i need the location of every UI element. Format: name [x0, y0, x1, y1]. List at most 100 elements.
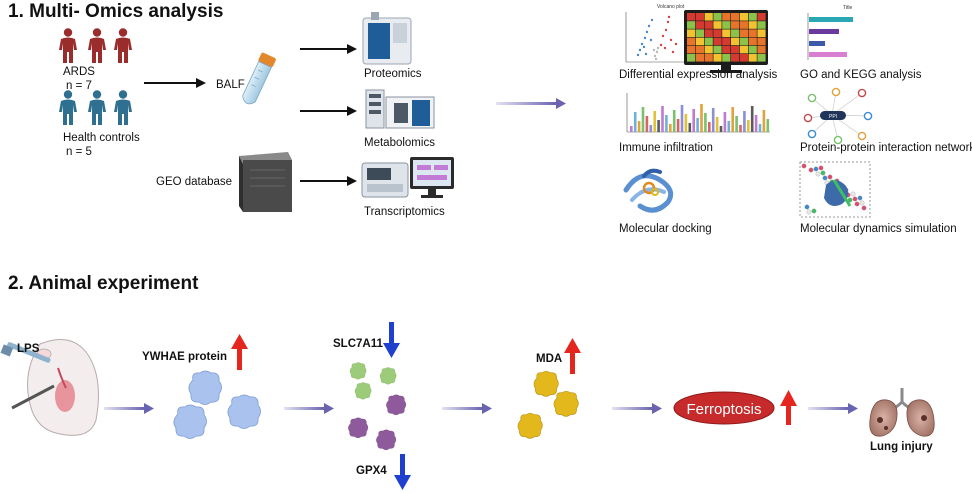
arrow-ferroptosis-to-lung: [808, 403, 858, 414]
heatmap-cell: [713, 54, 722, 62]
immune-bar: [641, 107, 645, 132]
geo-database-label: GEO database: [156, 176, 232, 188]
slc7a11-down-arrow-icon: [383, 322, 400, 358]
heatmap-cell: [757, 13, 766, 21]
arrow-to-transcriptomics: [300, 176, 357, 186]
slc7a11-protein-icon: [349, 362, 397, 400]
mda-up-arrow-icon: [564, 338, 581, 374]
immune-bar: [700, 104, 703, 132]
heatmap-cell: [704, 45, 713, 54]
heatmap-cell: [687, 37, 696, 46]
section2-title: 2. Animal experiment: [8, 273, 199, 294]
ferroptosis-up-arrow-icon: [780, 390, 797, 425]
heatmap-cell: [739, 21, 748, 29]
heatmap-cell: [687, 54, 696, 62]
heatmap-cell: [695, 29, 704, 37]
arrow-to-analyses: [496, 98, 566, 109]
md-solvent-dot: [813, 166, 819, 172]
immune-bar: [747, 120, 750, 132]
heatmap-cell: [722, 13, 731, 21]
heatmap-cell: [695, 54, 704, 62]
md-solvent-dot: [859, 200, 865, 206]
ards-label: ARDS: [63, 66, 95, 78]
heatmap-cell: [687, 13, 696, 21]
immune-bar: [735, 116, 738, 132]
immune-bar: [711, 108, 715, 132]
heatmap-cell: [739, 37, 748, 46]
sequencer-icon: [361, 162, 409, 198]
arrow-gpx4-to-mda: [442, 403, 492, 414]
heatmap-cell: [739, 13, 748, 21]
heatmap-cell: [757, 21, 766, 29]
immune-bar: [708, 122, 711, 132]
heatmap-cell: [704, 54, 713, 62]
analysis-ppi-label: Protein-protein interaction network: [800, 142, 972, 154]
health-controls-n-label: n = 5: [66, 146, 92, 158]
mass-spectrometer-icon: [362, 12, 412, 65]
immune-bar: [657, 120, 660, 132]
proteomics-label: Proteomics: [364, 68, 422, 80]
md-solvent-dot: [854, 201, 860, 207]
md-solvent-dot: [852, 196, 858, 202]
md-solvent-dot: [827, 174, 833, 180]
heatmap-cell: [731, 37, 740, 46]
ards-n-label: n = 7: [66, 80, 92, 92]
immune-bar: [684, 114, 688, 132]
section1-title: 1. Multi- Omics analysis: [8, 1, 223, 22]
gpx4-down-arrow-icon: [394, 454, 411, 490]
ppi-network-thumbnail: PPI: [803, 87, 873, 145]
database-server-icon: [239, 152, 292, 212]
arrow-mouse-to-ywhae: [104, 403, 154, 414]
immune-bar: [743, 111, 746, 132]
health-controls-label: Health controls: [63, 132, 140, 144]
heatmap-cell: [713, 13, 722, 21]
health-controls-people-icon: [59, 90, 132, 125]
analysis-go-kegg-label: GO and KEGG analysis: [800, 69, 922, 81]
md-solvent-dot: [808, 167, 814, 173]
immune-bar: [653, 111, 656, 132]
ywhae-protein-icon: [173, 370, 262, 440]
heatmap-cell: [687, 29, 696, 37]
heatmap-cell: [757, 37, 766, 46]
heatmap-cell: [704, 37, 713, 46]
arrow-mda-to-ferroptosis: [612, 403, 662, 414]
volcano-plot-title: Volcano plot: [657, 4, 685, 10]
mouse-lps-injection-icon: [0, 339, 99, 436]
heatmap-cell: [748, 45, 757, 54]
immune-bars: [630, 104, 770, 132]
md-solvent-dot: [806, 209, 812, 215]
ards-people-icon: [59, 28, 132, 63]
transcriptomics-label: Transcriptomics: [364, 206, 445, 218]
immune-bar: [696, 118, 699, 132]
immune-bar: [754, 115, 758, 132]
arrow-to-balf: [144, 78, 206, 88]
heatmap-cell: [739, 29, 748, 37]
heatmap-monitor-thumbnail: [684, 10, 768, 73]
ferroptosis-label: Ferroptosis: [686, 401, 761, 418]
md-solvent-dot: [822, 175, 828, 181]
immune-bar: [766, 119, 770, 132]
heatmap-cell: [687, 45, 696, 54]
immune-bar: [704, 113, 707, 132]
immune-bar: [672, 110, 676, 132]
heatmap-cell: [757, 54, 766, 62]
analysis-differential-expression-label: Differential expression analysis: [619, 69, 778, 81]
molecular-docking-thumbnail: [623, 168, 674, 213]
heatmap-cell: [731, 45, 740, 54]
arrow-ywhae-to-slc7a11: [284, 403, 334, 414]
heatmap-cell: [704, 21, 713, 29]
immune-bar: [750, 106, 754, 132]
md-solvent-dot: [811, 208, 817, 214]
heatmap-cell: [722, 29, 731, 37]
md-solvent-dot: [804, 204, 810, 210]
immune-bar: [669, 124, 672, 132]
heatmap-cell: [748, 13, 757, 21]
immune-bar: [739, 125, 742, 132]
lung-injury-label: Lung injury: [870, 441, 933, 453]
analysis-molecular-docking-label: Molecular docking: [619, 223, 712, 235]
volcano-plot-thumbnail: Volcano plot: [625, 4, 685, 63]
immune-bar: [692, 109, 695, 132]
immune-bar: [719, 126, 723, 132]
heatmap-cell: [731, 29, 740, 37]
